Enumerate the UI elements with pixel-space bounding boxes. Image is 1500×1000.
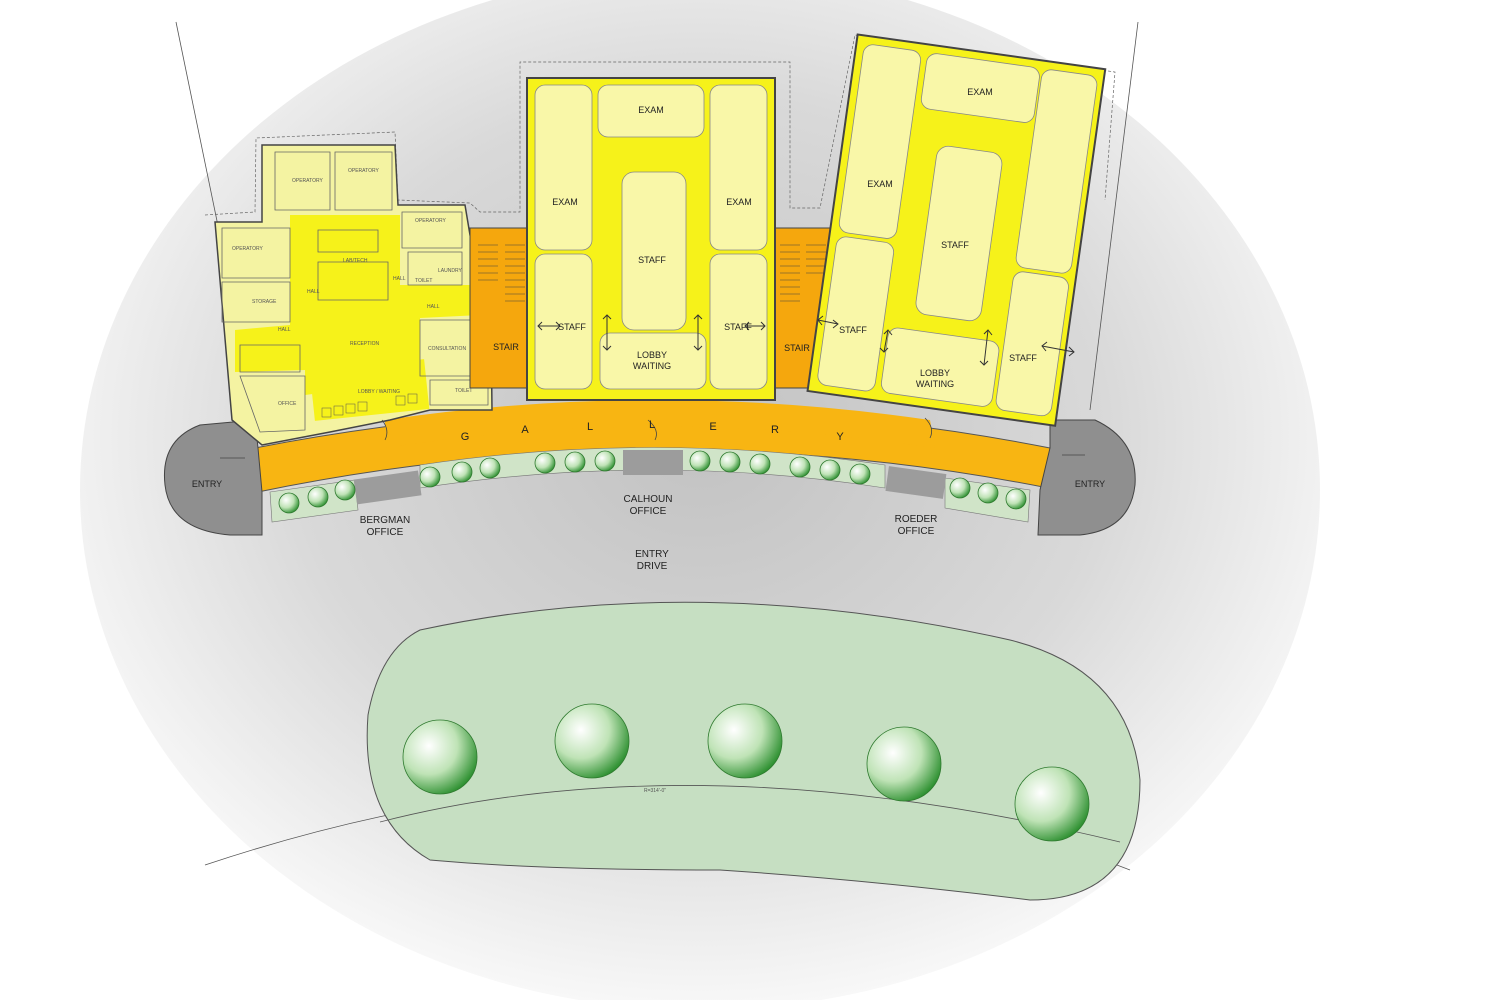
entry-label-left: ENTRY [192, 479, 222, 489]
gallery-label: G A L L E R Y [461, 419, 845, 443]
roeder-building-group [806, 33, 1107, 427]
stair-treads-right [780, 244, 826, 302]
bergman-waiting-bright [309, 359, 430, 421]
tree-4 [866, 726, 942, 802]
roeder-label-1: ROEDER [895, 514, 938, 525]
tree-1 [402, 719, 478, 795]
entry-pod-right [1037, 419, 1136, 536]
dashed-setback-left [204, 34, 1116, 216]
gallery-letter-7: Y [836, 431, 844, 443]
tree-3 [707, 703, 783, 779]
bergman-hall-bright [235, 215, 480, 395]
lobby-label-1: LOBBY [637, 350, 667, 360]
hall-label-1: HALL [307, 289, 320, 295]
laundry-label: LAUNDRY [438, 268, 462, 274]
exam-label-3: EXAM [726, 197, 752, 207]
hall-label-2: HALL [393, 276, 406, 282]
stair-label-2: STAIR [784, 343, 810, 353]
room-labels: EXAM EXAM EXAM STAFF STAFF STAFF LOBBY W… [192, 87, 1105, 794]
waiting-label-1: WAITING [633, 361, 671, 371]
calhoun-label-1: CALHOUN [624, 494, 673, 505]
waiting-label-2: WAITING [916, 379, 954, 389]
toilet-label-2: TOILET [455, 388, 472, 394]
consultation-label: CONSULTATION [428, 346, 466, 352]
exam-label-4: EXAM [967, 87, 993, 97]
bergman-label-1: BERGMAN [360, 515, 411, 526]
lobby-waiting-dental-label: LOBBY / WAITING [358, 389, 400, 395]
bergman-interior-walls [221, 151, 489, 433]
operatory-label-2: OPERATORY [348, 168, 380, 174]
hall-label-4: HALL [278, 327, 291, 333]
operatory-label-1: OPERATORY [292, 178, 324, 184]
bergman-label-2: OFFICE [367, 527, 404, 538]
staff-label-3: STAFF [724, 322, 752, 332]
storage-label: STORAGE [252, 299, 277, 305]
calhoun-label-2: OFFICE [630, 506, 667, 517]
staff-label-6: STAFF [1009, 353, 1037, 363]
operatory-label-4: OPERATORY [415, 218, 447, 224]
entry-drive-label-1: ENTRY [635, 549, 669, 560]
exam-label-1: EXAM [638, 105, 664, 115]
roeder-label-2: OFFICE [898, 526, 935, 537]
lobby-label-2: LOBBY [920, 368, 950, 378]
gallery-letter-5: E [709, 421, 716, 433]
door-swings [220, 417, 1085, 459]
roeder-rooms [817, 44, 1098, 417]
gallery-letter-3: L [587, 421, 593, 433]
gallery-letter-4: L [649, 419, 655, 431]
paving-right [885, 466, 947, 499]
tree-5 [1014, 766, 1090, 842]
radius-line [379, 785, 1121, 843]
reception-label: RECEPTION [350, 341, 380, 347]
radius-label: R=314'-0" [644, 788, 666, 794]
exam-label-2: EXAM [552, 197, 578, 207]
office-dental-label: OFFICE [278, 401, 297, 407]
gallery-upper-band [385, 400, 935, 448]
calhoun-rooms [534, 84, 768, 390]
staff-label-2: STAFF [558, 322, 586, 332]
hall-label-3: HALL [427, 304, 440, 310]
paving-left [353, 470, 422, 505]
gallery-letter-1: G [461, 431, 470, 443]
entry-pod-left [163, 419, 263, 536]
paving-center [623, 450, 683, 475]
operatory-label-3: OPERATORY [232, 246, 264, 252]
toilet-label-1: TOILET [415, 278, 432, 284]
waiting-chairs [321, 393, 418, 418]
exam-label-5: EXAM [867, 179, 893, 189]
staff-label-1: STAFF [638, 255, 666, 265]
staff-label-5: STAFF [839, 325, 867, 335]
circulation-arrows [537, 314, 1075, 366]
large-trees [402, 703, 1090, 842]
entry-drive-label-2: DRIVE [637, 561, 668, 572]
lab-tech-label: LAB/TECH [343, 258, 368, 264]
stair-treads-left [478, 244, 525, 302]
planter-trees [278, 450, 1027, 514]
gallery-letter-2: A [521, 424, 529, 436]
gallery-letter-6: R [771, 424, 779, 436]
tree-2 [554, 703, 630, 779]
entry-label-right: ENTRY [1075, 479, 1105, 489]
stair-label-1: STAIR [493, 342, 519, 352]
staff-label-4: STAFF [941, 240, 969, 250]
